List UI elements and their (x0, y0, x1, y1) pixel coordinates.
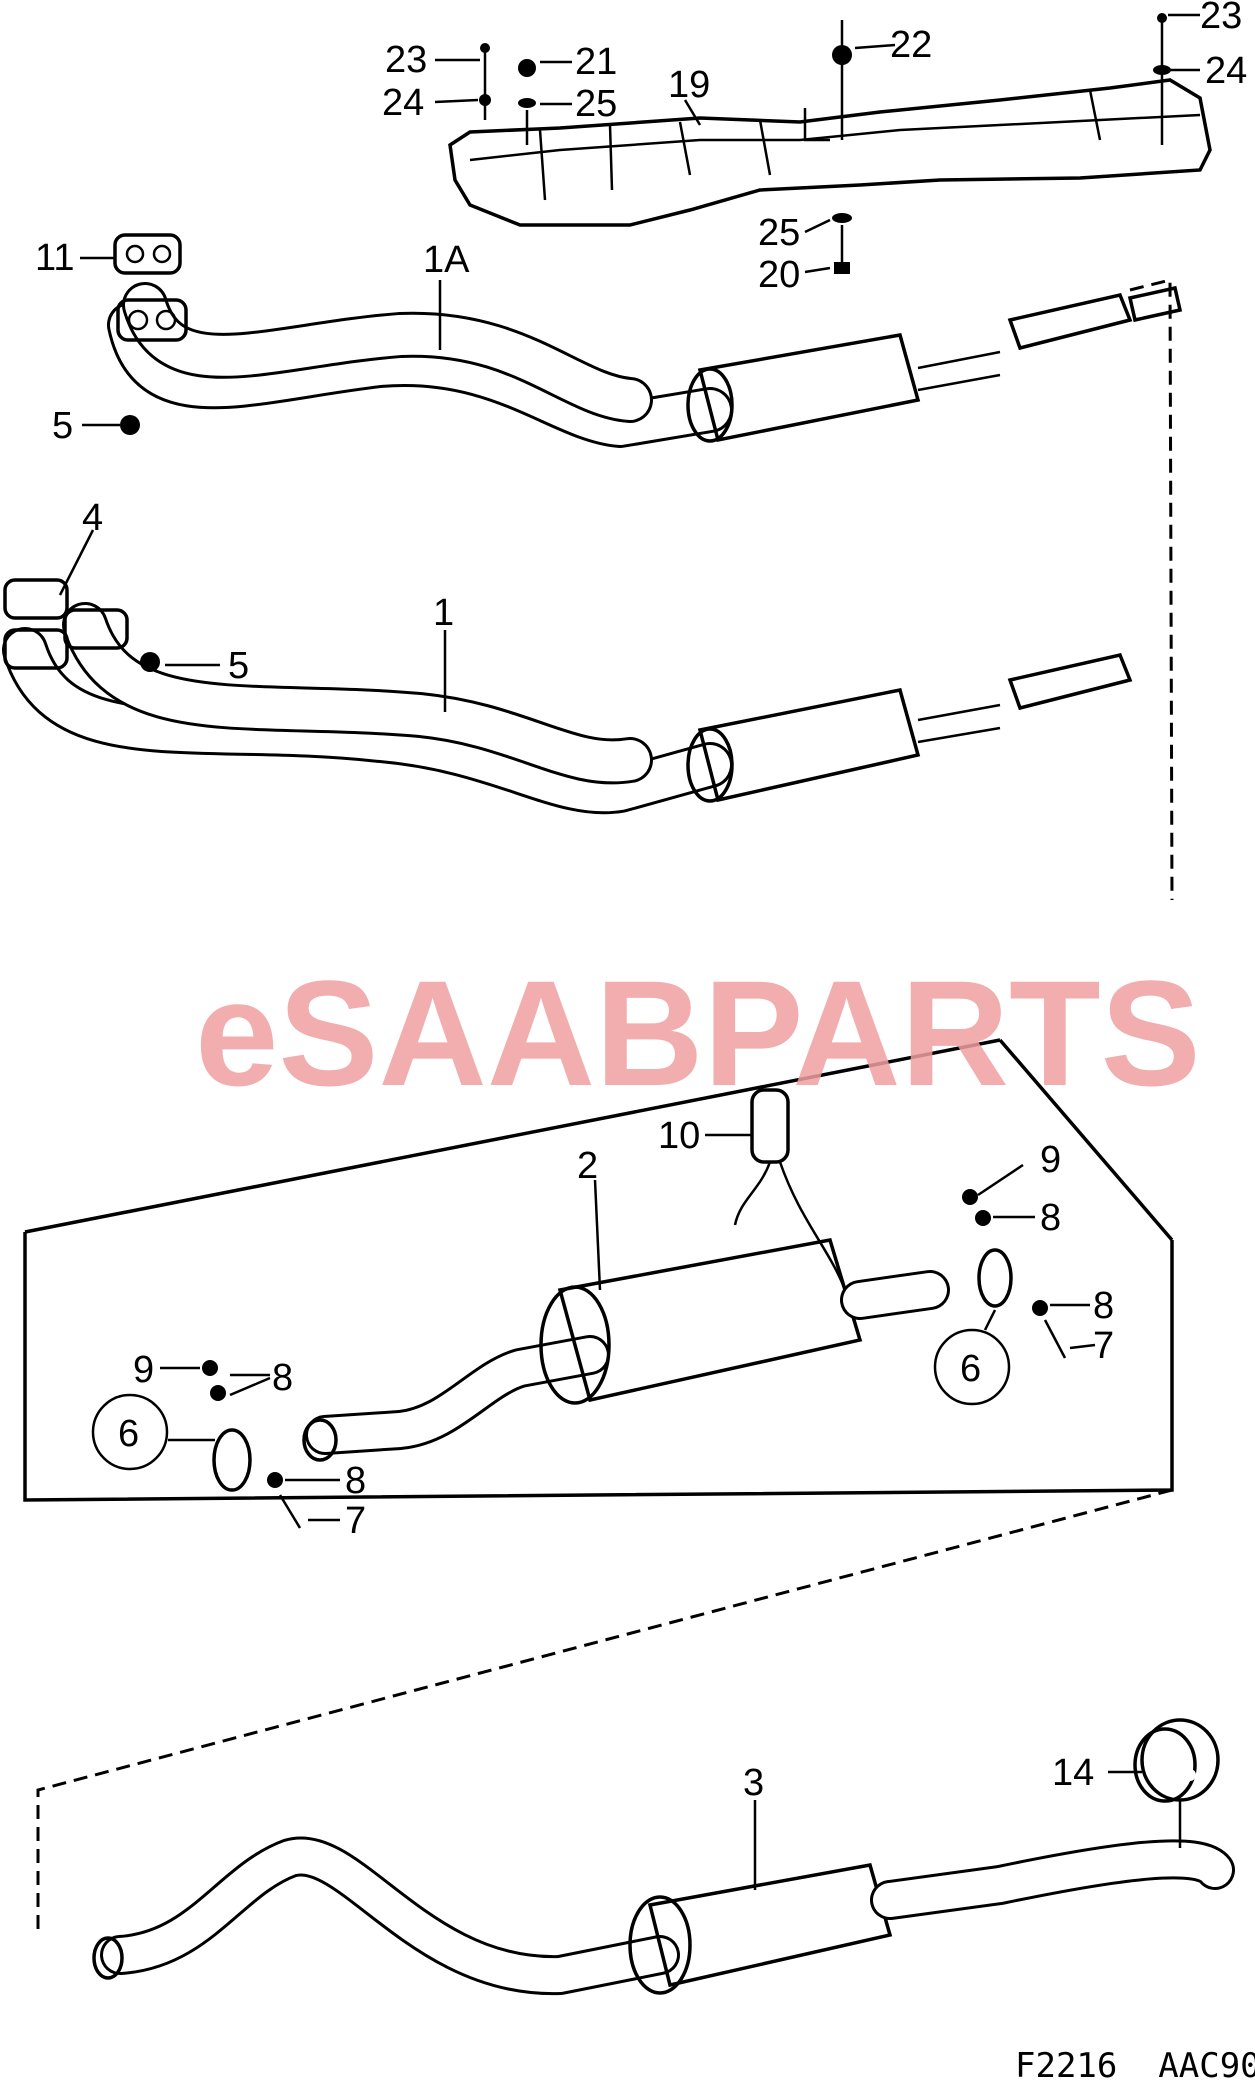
clamp-6-left (91, 1360, 302, 1529)
assembly-bracket-upper (1129, 278, 1174, 901)
assembly-bracket-lower (36, 1488, 1173, 1930)
callout-8-right-top: 8 (1040, 1197, 1061, 1239)
callout-labels: 23 21 24 25 19 22 23 24 25 20 11 1A 5 4 … (35, 0, 1247, 1804)
hanger-10 (733, 1088, 847, 1291)
callout-5-lower: 5 (228, 645, 249, 687)
callout-8-left-bottom: 8 (345, 1460, 366, 1502)
watermark-prefix: e (195, 949, 278, 1117)
callout-4: 4 (82, 497, 103, 539)
watermark-parts: PARTS (703, 949, 1200, 1117)
figure-code: F2216 AAC90 (1015, 2046, 1255, 2086)
clamp-6-right (933, 1189, 1067, 1406)
watermark: eSAABPARTS (195, 949, 1201, 1117)
front-pipe-1a (107, 233, 1183, 448)
rear-muffler-3 (92, 1836, 1235, 1996)
leader-lines (58, 13, 1200, 1890)
middle-section-panel (23, 1038, 1174, 1502)
callout-6-left: 6 (118, 1413, 139, 1455)
callout-7-left: 7 (345, 1500, 366, 1542)
callout-23-top-right: 23 (1200, 0, 1242, 37)
callout-1: 1 (433, 592, 454, 634)
front-pipe-1 (2, 578, 1133, 815)
callout-25-lower: 25 (758, 212, 800, 254)
callout-19: 19 (668, 64, 710, 106)
callout-22: 22 (890, 24, 932, 66)
callout-1a: 1A (423, 239, 470, 281)
callout-2: 2 (577, 1145, 598, 1187)
callout-9-left: 9 (133, 1349, 154, 1391)
svg-text:eSAABPARTS: eSAABPARTS (195, 949, 1201, 1117)
callout-9-right: 9 (1040, 1139, 1061, 1181)
callout-21: 21 (575, 41, 617, 83)
callout-6-right: 6 (960, 1348, 981, 1390)
callout-24-right: 24 (1205, 50, 1247, 92)
callout-25-top: 25 (575, 83, 617, 125)
heat-shield-fasteners (479, 13, 1171, 274)
callout-14: 14 (1052, 1752, 1094, 1794)
callout-8-right-bottom: 8 (1093, 1285, 1114, 1327)
callout-3: 3 (743, 1762, 764, 1804)
callout-20: 20 (758, 254, 800, 296)
callout-24-left: 24 (382, 82, 424, 124)
middle-muffler-2 (302, 1038, 1174, 1462)
heat-shield (448, 78, 1212, 227)
callout-10: 10 (658, 1115, 700, 1157)
callout-5-upper: 5 (52, 405, 73, 447)
callout-8-left-top: 8 (272, 1357, 293, 1399)
watermark-saab: SAAB (278, 949, 703, 1117)
callout-23-top-left: 23 (385, 39, 427, 81)
callout-7-right: 7 (1093, 1325, 1114, 1367)
callout-11: 11 (35, 237, 74, 279)
rubber-mount-14 (1133, 1718, 1220, 1848)
